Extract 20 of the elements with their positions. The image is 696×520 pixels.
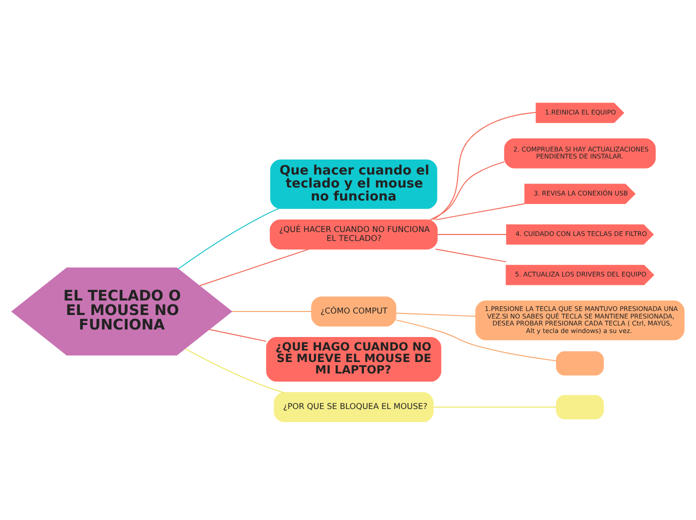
connector [435, 248, 506, 262]
connector [437, 234, 507, 235]
node-box [556, 395, 604, 420]
node-box: ¿QUÉ HACER CUANDO NO FUNCIONA EL TECLADO? [270, 219, 438, 250]
connector [178, 208, 280, 270]
connector [232, 311, 312, 312]
connector [395, 319, 557, 362]
connector [435, 203, 525, 220]
node-box: ¿QUE HAGO CUANDO NO SE MUEVE EL MOUSE DE MI LAPTOP? [266, 337, 442, 382]
node-box: ¿CÓMO COMPUT [311, 296, 396, 326]
connector [199, 248, 310, 286]
node-box: ¿POR QUE SE BLOQUEA EL MOUSE? [274, 392, 434, 422]
connector [208, 329, 267, 342]
connector [184, 348, 284, 394]
connector [432, 112, 536, 220]
connector [395, 312, 476, 317]
node-box: Que hacer cuando el teclado y el mouse no funciona [270, 159, 438, 209]
node-box [556, 351, 604, 376]
connector [432, 406, 557, 408]
connector [430, 161, 505, 220]
